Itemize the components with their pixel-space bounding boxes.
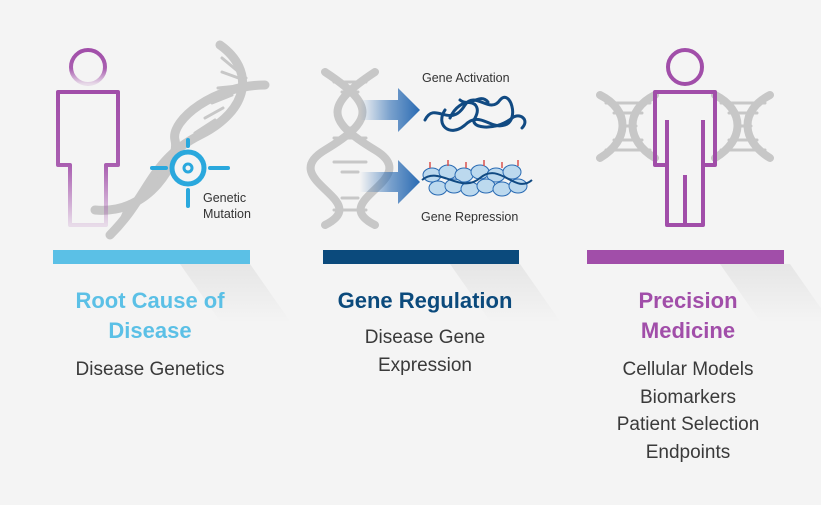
chromatin-repressed-icon <box>421 160 533 197</box>
root-cause-items: Disease Genetics <box>5 356 295 384</box>
precision-medicine-items: Cellular Models Biomarkers Patient Selec… <box>560 356 816 466</box>
gene-regulation-item: Disease Gene <box>364 327 486 348</box>
mutation-target-icon <box>150 138 230 208</box>
person-icon <box>56 48 120 227</box>
gene-regulation-item: Expression <box>378 354 472 376</box>
gene-regulation-items: Disease Gene Expression <box>300 324 550 379</box>
root-cause-illustration <box>56 40 270 240</box>
column-precision-medicine: Precision Medicine Cellular Models Bioma… <box>560 0 821 505</box>
precision-medicine-item: Patient Selection <box>616 414 760 435</box>
dna-helix-icon <box>90 40 270 240</box>
gene-activation-label: Gene Activation <box>422 71 510 85</box>
dna-right-icon <box>711 91 774 162</box>
column-gene-regulation: Gene Activation Gene Repression Gene Reg… <box>300 0 563 505</box>
precision-medicine-bar <box>587 250 784 264</box>
dna-vertical-icon <box>306 68 394 229</box>
gene-regulation-title: Gene Regulation <box>300 286 550 316</box>
dna-left-icon <box>596 91 659 162</box>
genetic-label-line1: Genetic <box>203 191 247 205</box>
arrow-repression-icon <box>360 160 420 204</box>
root-cause-title: Root Cause of Disease <box>5 286 295 346</box>
gene-regulation-title-line1: Gene Regulation <box>337 288 513 313</box>
genetic-label-line2: Mutation <box>203 207 251 221</box>
genetic-mutation-label: Genetic Mutation <box>203 190 251 222</box>
column-root-cause: Genetic Mutation Root Cause of Disease D… <box>0 0 300 505</box>
precision-medicine-title-line2: Medicine <box>640 318 736 343</box>
protein-active-icon <box>423 96 527 132</box>
precision-medicine-item: Biomarkers <box>639 386 737 408</box>
precision-medicine-title: Precision Medicine <box>560 286 816 346</box>
root-cause-title-line2: Disease <box>108 318 192 343</box>
precision-medicine-illustration <box>596 48 774 227</box>
root-cause-item: Disease Genetics <box>75 359 225 380</box>
precision-medicine-title-line1: Precision <box>638 288 738 313</box>
gene-repression-label: Gene Repression <box>421 210 519 224</box>
person-icon <box>653 48 717 227</box>
root-cause-bar <box>53 250 250 264</box>
root-cause-title-line1: Root Cause of <box>75 288 225 313</box>
gene-regulation-bar <box>323 250 519 264</box>
precision-medicine-item: Cellular Models <box>622 359 754 380</box>
gene-regulation-illustration <box>306 68 533 229</box>
precision-medicine-item: Endpoints <box>645 441 731 463</box>
arrow-activation-icon <box>360 88 420 132</box>
